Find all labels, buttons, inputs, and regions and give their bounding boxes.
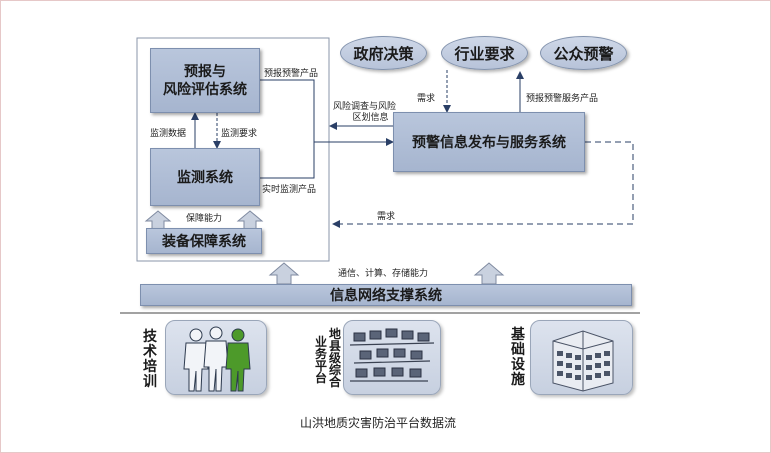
- public-warning-label: 公众预警: [553, 44, 614, 63]
- risk-info-line-1: 风险调查与风险: [333, 102, 397, 112]
- service-product-label: 预报预警服务产品: [526, 94, 599, 104]
- county-platform-panel: [343, 320, 441, 395]
- county-platform-label-col1: 业 务 平 台: [315, 335, 328, 385]
- equipment-support-box: 装备保障系统: [146, 228, 262, 254]
- risk-info-label: 风险调查与风险 区划信息: [333, 102, 396, 124]
- forecast-product-label: 预报预警产品: [264, 69, 319, 79]
- training-panel: [165, 320, 267, 395]
- forecast-line-2: 风险评估系统: [163, 81, 247, 98]
- warning-service-system-box: 预警信息发布与服务系统: [393, 112, 585, 172]
- warning-service-label: 预警信息发布与服务系统: [412, 135, 566, 151]
- monitoring-system-box: 监测系统: [150, 148, 260, 206]
- network-arrow-right: [473, 262, 505, 285]
- support-arrow-right: [236, 210, 264, 230]
- forecast-line-1: 预报与: [184, 63, 226, 80]
- people-group-icon: [183, 326, 251, 392]
- demand-top-label: 需求: [417, 94, 436, 104]
- support-arrow-left: [144, 210, 172, 230]
- demand-bottom-label: 需求: [377, 212, 396, 222]
- infrastructure-label: 基 础 设 施: [511, 327, 525, 388]
- forecast-monitor-loop-line: [260, 79, 315, 179]
- government-decision-label: 政府决策: [353, 44, 414, 63]
- industry-requirement-oval: 行业要求: [441, 36, 528, 70]
- equipment-support-label: 装备保障系统: [162, 234, 246, 250]
- support-capability-label: 保障能力: [186, 214, 223, 224]
- infrastructure-panel: [530, 320, 633, 395]
- network-support-label: 信息网络支撑系统: [330, 288, 442, 304]
- training-label: 技 术 培 训: [143, 329, 157, 390]
- demand-loop-arrow: [332, 141, 634, 228]
- government-decision-oval: 政府决策: [340, 36, 427, 70]
- network-capability-label: 通信、计算、存储能力: [338, 269, 429, 279]
- diagram-caption: 山洪地质灾害防治平台数据流: [300, 416, 457, 430]
- public-warning-oval: 公众预警: [540, 36, 627, 70]
- network-support-box: 信息网络支撑系统: [140, 284, 632, 306]
- realtime-product-label: 实时监测产品: [262, 185, 317, 195]
- workstations-icon: [349, 328, 435, 382]
- forecast-risk-system-box: 预报与 风险评估系统: [150, 48, 260, 113]
- building-icon: [552, 330, 614, 392]
- county-platform-label-col2: 地 县 级 综 合: [329, 327, 342, 389]
- risk-info-line-2: 区划信息: [352, 113, 389, 123]
- monitor-requirement-label: 监测要求: [221, 129, 258, 139]
- monitor-data-label: 监测数据: [150, 129, 187, 139]
- monitoring-system-label: 监测系统: [177, 170, 233, 186]
- network-arrow-left: [268, 262, 300, 285]
- industry-requirement-label: 行业要求: [454, 44, 515, 63]
